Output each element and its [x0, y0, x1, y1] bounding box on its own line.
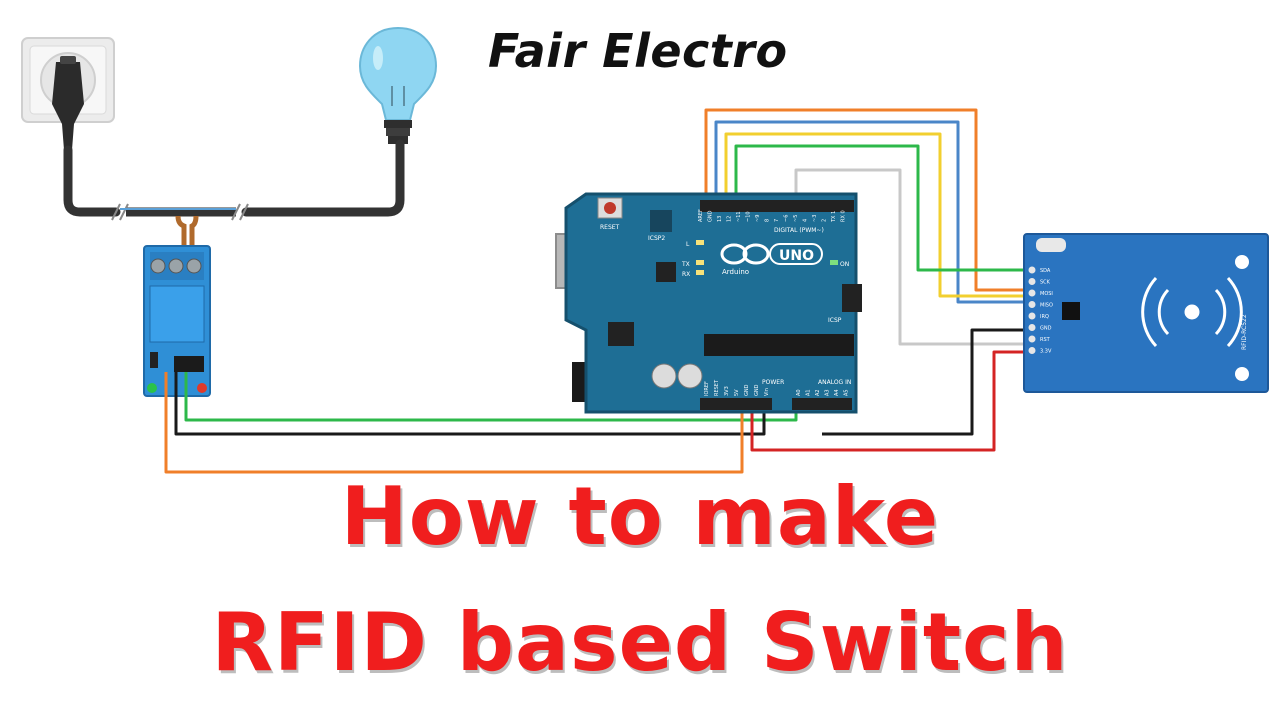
rfid-pin	[1028, 324, 1036, 331]
digital-pin-label: ~11	[736, 211, 742, 222]
power-pin-label: A1	[806, 389, 812, 396]
digital-pin-label: 4	[803, 219, 809, 222]
reset-label: RESET	[600, 224, 620, 231]
arduino-logo: UNO Arduino	[720, 243, 823, 276]
rfid-pin-header: SDA SCK MOSI MISO IRQ GND RST 3.3V	[1028, 266, 1053, 355]
rfid-pin-label: MISO	[1040, 303, 1053, 309]
rfid-pin-label: 3.3V	[1040, 349, 1052, 355]
digital-pin-label: TX 1	[831, 211, 837, 223]
rfid-pin-label: MOSI	[1040, 291, 1053, 297]
rfid-pin	[1028, 312, 1036, 320]
rfid-model-label: RFID-RC522	[1241, 314, 1248, 350]
power-pin-label: A3	[825, 389, 831, 396]
mains-cable	[63, 139, 405, 256]
power-pin-label: A0	[796, 389, 802, 396]
power-pin-label: 5V	[734, 389, 740, 396]
headline-line-1: How to make	[340, 470, 940, 563]
power-pin-label: IOREF	[704, 381, 710, 396]
digital-pin-label: 2	[822, 219, 828, 222]
rfid-pin	[1028, 278, 1036, 285]
icsp-label: ICSP	[828, 317, 842, 324]
brand-name: Fair Electro	[488, 24, 788, 78]
digital-pin-label: ~3	[812, 215, 818, 222]
digital-pin-label: 8	[765, 219, 771, 222]
power-label: POWER	[762, 379, 784, 386]
digital-pin-label: 12	[727, 216, 733, 222]
board-model: UNO	[779, 248, 814, 264]
led-l-label: L	[686, 241, 690, 248]
rfid-pin-label: IRQ	[1040, 314, 1049, 320]
digital-label: DIGITAL (PWM~)	[774, 227, 824, 234]
power-pin-label: RESET	[714, 379, 720, 396]
wiring	[164, 108, 1030, 474]
arduino-logo-text: Arduino	[722, 268, 749, 276]
rfid-pin-label: GND	[1040, 326, 1052, 332]
led-tx-label: TX	[681, 261, 690, 268]
rfid-pin	[1028, 347, 1036, 354]
rfid-antenna-waves	[1141, 276, 1243, 348]
rfid-pin	[1028, 301, 1036, 308]
on-label: ON	[840, 261, 849, 268]
icsp2-label: ICSP2	[648, 235, 665, 242]
power-plug-icon	[52, 56, 84, 150]
digital-pin-label: ~5	[793, 215, 799, 222]
digital-pin-label: ~10	[746, 211, 752, 222]
relay-module	[143, 245, 211, 397]
power-pin-label: A5	[844, 389, 850, 396]
power-pin-label: A4	[834, 389, 840, 396]
rfid-pin-label: SCK	[1040, 280, 1051, 286]
digital-pin-label: 13	[717, 216, 723, 222]
power-pin-label: 3V3	[724, 386, 730, 396]
digital-pin-label: GND	[708, 210, 714, 222]
led-rx-label: RX	[682, 271, 690, 278]
power-pin-label: Vin	[764, 388, 770, 396]
rfid-pin	[1028, 335, 1036, 343]
analog-label: ANALOG IN	[818, 379, 851, 386]
digital-pin-label: ~6	[784, 215, 790, 222]
rfid-pin	[1028, 266, 1036, 274]
power-pin-label: GND	[744, 384, 750, 396]
digital-pin-label: RX 0	[841, 210, 847, 222]
headline-line-2: RFID based Switch	[211, 596, 1069, 689]
rfid-pin	[1028, 289, 1036, 297]
power-pin-label: GND	[754, 384, 760, 396]
rfid-pin-label: RST	[1040, 337, 1051, 343]
power-pin-label: A2	[815, 389, 821, 396]
digital-pin-label: 7	[774, 219, 780, 222]
rfid-rc522-module: SDA SCK MOSI MISO IRQ GND RST 3.3V RFID-RC522	[1023, 233, 1269, 393]
rfid-pin-label: SDA	[1040, 268, 1051, 274]
light-bulb-icon	[358, 26, 438, 144]
digital-pin-label: AREF	[698, 209, 704, 222]
digital-pin-label: ~9	[755, 215, 761, 222]
